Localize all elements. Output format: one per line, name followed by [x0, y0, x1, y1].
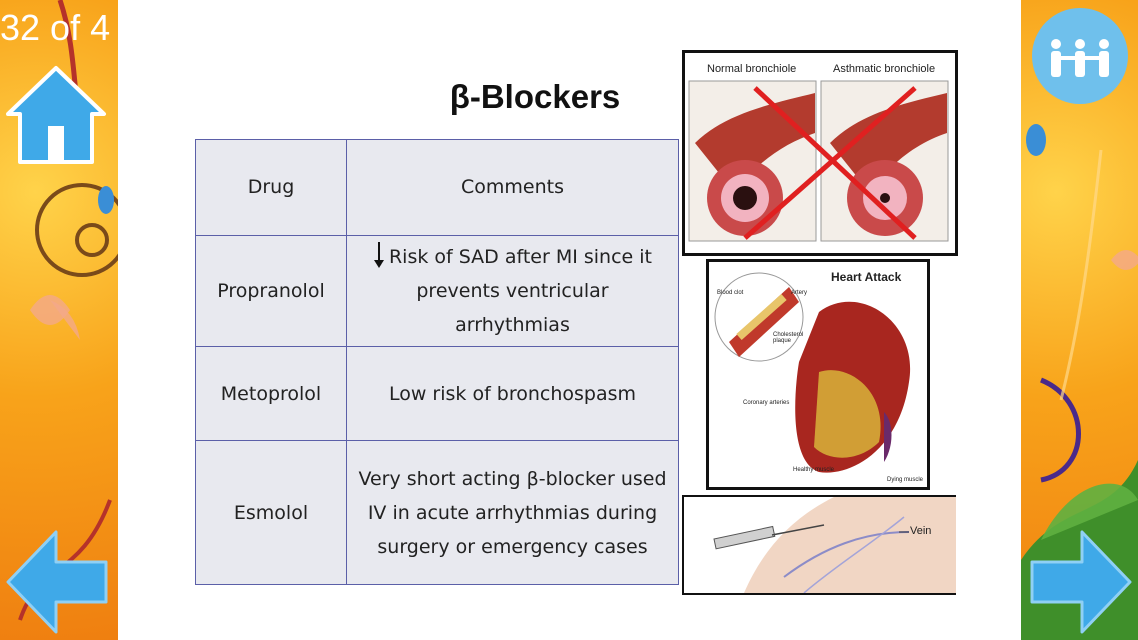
table-cell-comment: Very short acting β-blocker used IV in a…	[346, 440, 679, 585]
dying-muscle-label: Dying muscle	[887, 477, 924, 483]
vein-label: Vein	[910, 525, 932, 537]
arrow-left-icon	[6, 530, 108, 634]
normal-bronchiole-label: Normal bronchiole	[707, 63, 797, 75]
family-button[interactable]	[1030, 6, 1130, 106]
heart-attack-figure: Heart Attack Blood clot Artery Cholester…	[706, 259, 930, 490]
arrow-right-icon	[1030, 530, 1132, 634]
comment-text: Risk of SAD after MI since it prevents v…	[388, 246, 652, 337]
down-arrow-icon	[373, 242, 384, 269]
heart-illustration	[714, 272, 911, 473]
home-icon	[6, 66, 106, 164]
blood-clot-label: Blood clot	[717, 290, 744, 296]
cholesterol-label: Cholesterol plaque	[773, 332, 804, 344]
artery-label: Artery	[791, 290, 808, 296]
table-row: Esmolol Very short acting β-blocker used…	[195, 440, 679, 585]
table-cell-comment: Risk of SAD after MI since it prevents v…	[346, 234, 679, 348]
page-counter: 32 of 4	[0, 7, 111, 48]
drug-table: Drug Comments Propranolol Risk of SAD af…	[195, 139, 679, 585]
coronary-label: Coronary arteries	[743, 400, 790, 406]
family-icon	[1032, 8, 1128, 104]
previous-button[interactable]	[4, 528, 110, 636]
table-cell-drug: Propranolol	[195, 234, 347, 348]
heart-attack-title: Heart Attack	[831, 270, 902, 284]
table-row: Metoprolol Low risk of bronchospasm	[195, 346, 679, 442]
table-header-comments: Comments	[346, 139, 679, 236]
table-cell-drug: Metoprolol	[195, 346, 347, 442]
bronchiole-illustration	[688, 80, 949, 242]
iv-injection-figure: Vein	[682, 495, 956, 595]
asthmatic-bronchiole-label: Asthmatic bronchiole	[833, 63, 936, 75]
home-button[interactable]	[4, 64, 108, 166]
table-cell-drug: Esmolol	[195, 440, 347, 585]
table-header-drug: Drug	[195, 139, 347, 236]
healthy-muscle-label: Healthy muscle	[793, 467, 835, 473]
table-header-row: Drug Comments	[195, 139, 679, 236]
table-cell-comment: Low risk of bronchospasm	[346, 346, 679, 442]
table-row: Propranolol Risk of SAD after MI since i…	[195, 234, 679, 348]
slide-content: β-Blockers Drug Comments Propranolol Ris…	[118, 0, 1021, 640]
bronchiole-figure: Normal bronchiole Asthmatic bronchiole	[682, 50, 958, 256]
iv-injection-illustration	[713, 497, 956, 593]
left-flourish-decoration	[18, 0, 118, 621]
slide-title: β-Blockers	[449, 78, 621, 115]
next-button[interactable]	[1028, 528, 1134, 636]
